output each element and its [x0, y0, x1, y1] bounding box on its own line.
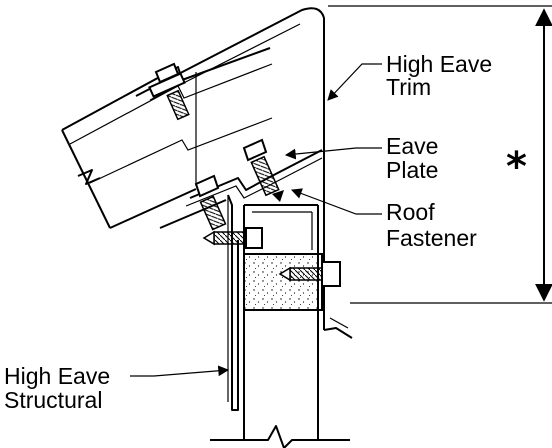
- svg-text:Roof: Roof: [386, 199, 435, 225]
- leader-lines: [130, 63, 382, 377]
- svg-text:High Eave: High Eave: [386, 51, 492, 77]
- svg-text:High Eave: High Eave: [4, 363, 110, 389]
- eave-plate: [159, 149, 323, 229]
- label-high-eave-trim: High Eave Trim: [386, 51, 492, 100]
- dimension-marker: *: [506, 144, 527, 190]
- svg-text:Trim: Trim: [386, 74, 431, 100]
- fastener-side-lower: [278, 261, 341, 287]
- label-eave-plate: Eave Plate: [386, 133, 438, 183]
- dimension-line: [328, 5, 552, 304]
- svg-text:Structural: Structural: [4, 387, 102, 413]
- svg-text:Eave: Eave: [386, 133, 438, 159]
- fastener-plate: [194, 174, 227, 231]
- high-eave-structural-sheet: [227, 194, 239, 411]
- svg-text:Fastener: Fastener: [386, 225, 477, 251]
- fastener-side-upper: [202, 227, 263, 249]
- label-roof-fastener: Roof Fastener: [386, 199, 477, 251]
- fastener-top: [148, 62, 190, 121]
- break-line: [210, 425, 350, 448]
- svg-text:Plate: Plate: [386, 157, 438, 183]
- fastener-roof: [242, 138, 284, 202]
- eave-strut-block: [243, 253, 323, 311]
- label-high-eave-structural: High Eave Structural: [4, 363, 110, 413]
